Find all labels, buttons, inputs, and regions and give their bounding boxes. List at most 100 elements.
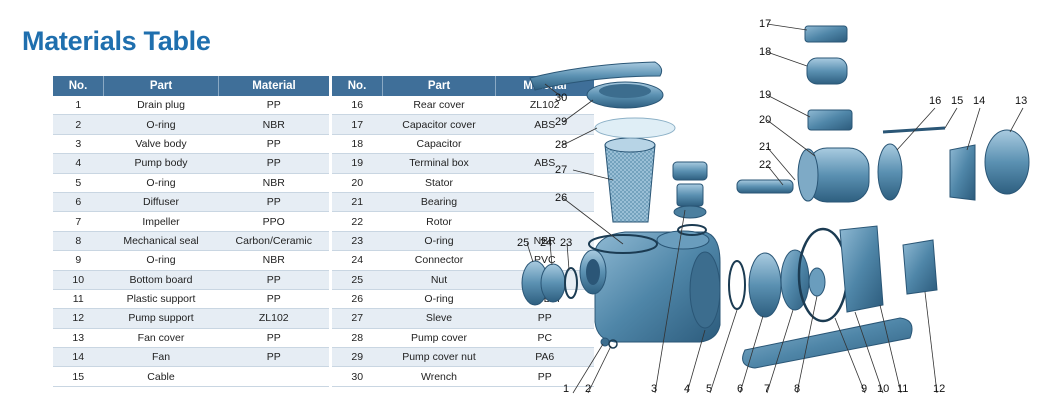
cell-part: Valve body xyxy=(103,134,219,155)
cell-material: NBR xyxy=(218,114,329,135)
cell-part: O-ring xyxy=(103,250,219,271)
callout-5: 5 xyxy=(706,383,712,395)
bottom-board-part xyxy=(742,317,913,369)
cell-part: Stator xyxy=(382,173,496,193)
o-ring-5 xyxy=(677,224,707,236)
cell-part: Wrench xyxy=(382,366,496,387)
connector-part xyxy=(521,260,578,306)
cell-no: 17 xyxy=(332,114,383,135)
cell-part: Capacitor xyxy=(382,134,496,155)
cell-part: Impeller xyxy=(103,211,219,232)
terminal-box-part xyxy=(807,109,853,131)
callout-25: 25 xyxy=(517,237,529,249)
callout-labels: 1 2 3 4 5 6 7 8 9 10 11 12 13 14 15 16 1… xyxy=(517,18,1027,395)
cell-no: 16 xyxy=(332,96,383,116)
cell-part: Pump cover xyxy=(382,328,496,349)
callout-1: 1 xyxy=(563,383,569,395)
cell-part: Fan xyxy=(103,347,219,368)
cell-material: PP xyxy=(218,192,329,213)
cell-material: PA6 xyxy=(495,347,594,368)
cell-no: 15 xyxy=(53,366,104,387)
leader-lines xyxy=(526,23,1024,394)
cell-material: PP xyxy=(218,96,329,116)
cell-part: O-ring xyxy=(382,231,496,252)
cell-part: O-ring xyxy=(103,173,219,193)
cell-no: 7 xyxy=(53,211,104,232)
rear-cover-part xyxy=(877,143,903,201)
cell-part: Sleve xyxy=(382,308,496,329)
motor-stator-part xyxy=(797,147,870,203)
cell-part: Bottom board xyxy=(103,270,219,290)
cell-part: O-ring xyxy=(382,289,496,310)
cell-material: Carbon/Ceramic xyxy=(218,231,329,252)
cell-no: 26 xyxy=(332,289,383,310)
cell-material: PP xyxy=(218,134,329,155)
cell-no: 5 xyxy=(53,173,104,193)
callout-28: 28 xyxy=(555,139,567,151)
pump-cover-nut-part xyxy=(586,81,664,109)
o-ring-2 xyxy=(608,339,618,349)
callout-18: 18 xyxy=(759,46,771,58)
cell-part: Pump support xyxy=(103,308,219,329)
wrench-part xyxy=(529,61,663,91)
cell-no: 29 xyxy=(332,347,383,368)
pump-cover-part xyxy=(594,117,676,139)
cell-material xyxy=(495,211,594,232)
page-title: Materials Table xyxy=(22,26,211,56)
cell-no: 8 xyxy=(53,231,104,252)
cell-no: 28 xyxy=(332,328,383,349)
cell-material xyxy=(495,134,594,155)
valve-body-part xyxy=(672,161,708,219)
cell-no: 19 xyxy=(332,153,383,174)
cell-part: O-ring xyxy=(103,114,219,135)
cell-no: 6 xyxy=(53,192,104,213)
cell-no: 2 xyxy=(53,114,104,135)
cell-no: 11 xyxy=(53,289,104,310)
cell-part: Drain plug xyxy=(103,96,219,116)
callout-9: 9 xyxy=(861,383,867,395)
callout-11: 11 xyxy=(897,383,908,395)
cell-no: 24 xyxy=(332,250,383,271)
callout-27: 27 xyxy=(555,164,567,176)
cell-material: PC xyxy=(495,328,594,349)
cell-material: PP xyxy=(495,308,594,329)
fan-cover-part xyxy=(984,129,1030,195)
cell-material xyxy=(495,192,594,213)
callout-4: 4 xyxy=(684,383,690,395)
basket-part xyxy=(604,137,656,223)
callout-29: 29 xyxy=(555,116,567,128)
callout-10: 10 xyxy=(877,383,889,395)
pump-support-part xyxy=(902,239,938,295)
fan-part xyxy=(949,144,976,201)
callout-15: 15 xyxy=(951,95,963,107)
cell-no: 18 xyxy=(332,134,383,155)
callout-19: 19 xyxy=(759,89,771,101)
callout-12: 12 xyxy=(933,383,945,395)
cell-material: ZL102 xyxy=(218,308,329,329)
callout-14: 14 xyxy=(973,95,985,107)
cell-part: Fan cover xyxy=(103,328,219,349)
cell-no: 27 xyxy=(332,308,383,329)
o-ring-part xyxy=(728,260,746,310)
cell-material: PP xyxy=(218,153,329,174)
cell-material: NBR xyxy=(495,231,594,252)
cell-part: Diffuser xyxy=(103,192,219,213)
